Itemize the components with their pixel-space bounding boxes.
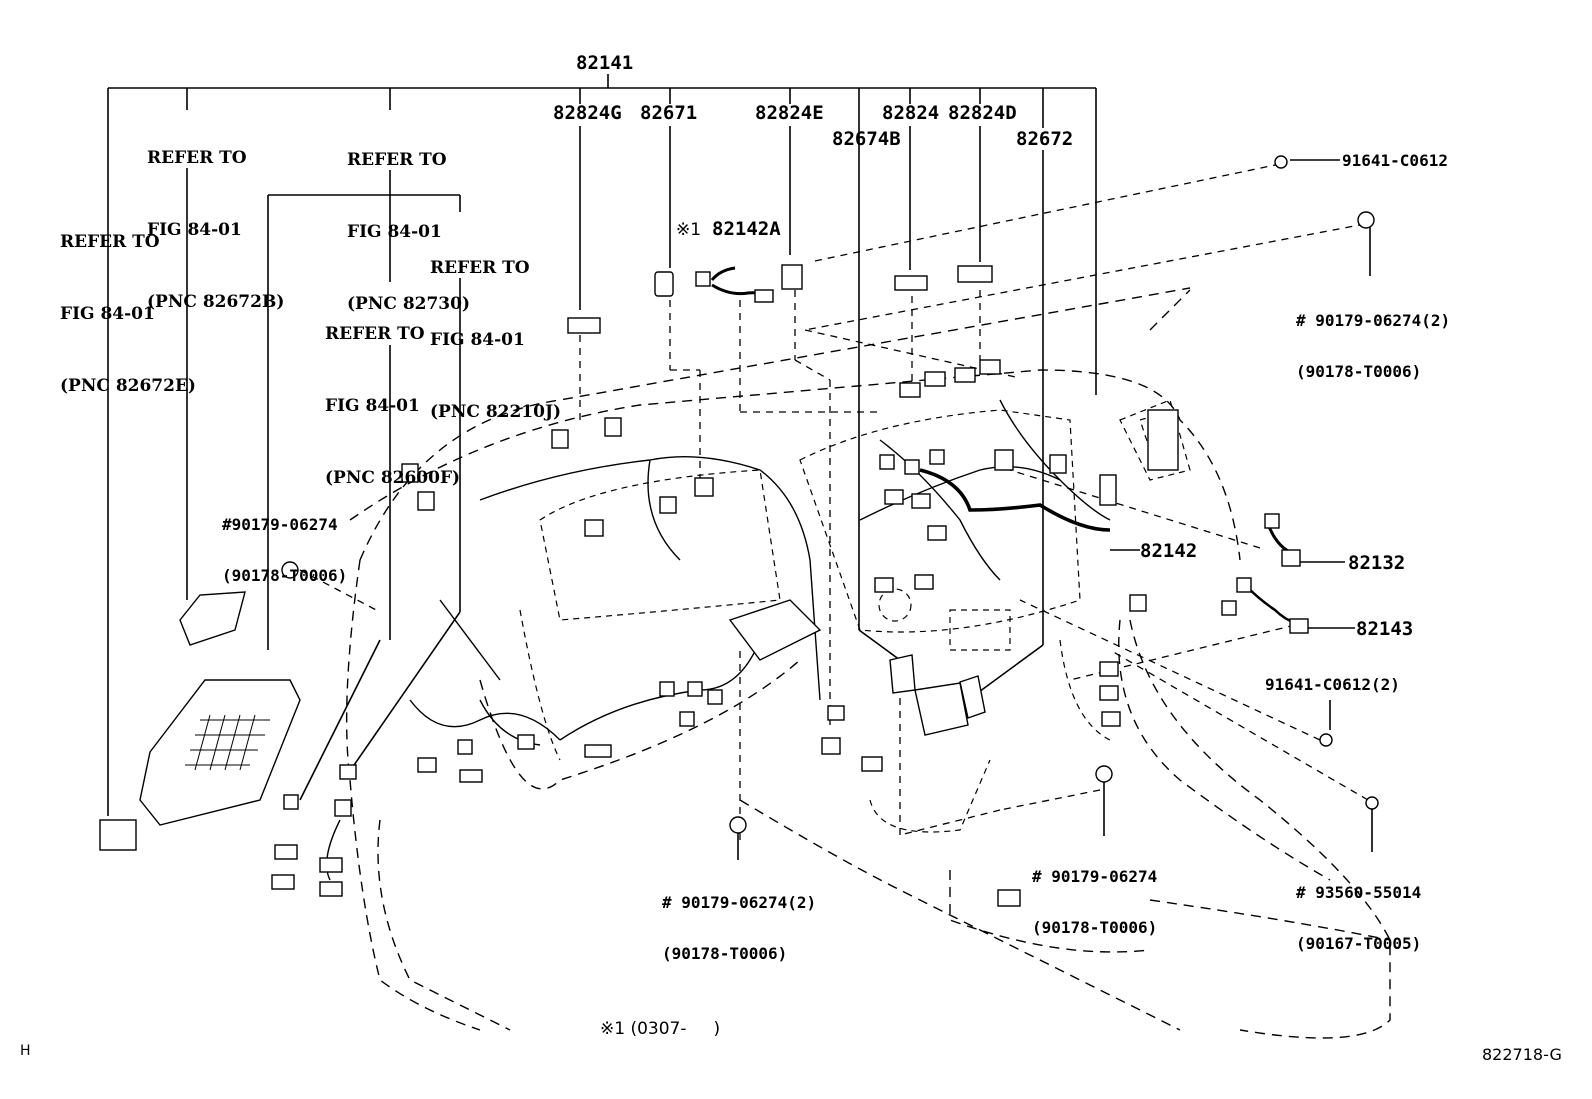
refer-line-3: (PNC 82672B) bbox=[147, 292, 285, 312]
refer-line-3: (PNC 82210J) bbox=[430, 402, 562, 422]
clip-part-line: #90179-06274 bbox=[222, 515, 338, 534]
clip-part-line: # 90179-06274(2) bbox=[662, 893, 817, 912]
refer-block-82210j: REFER TO FIG 84-01 (PNC 82210J) bbox=[430, 208, 561, 448]
part-number-82671: 82671 bbox=[640, 102, 698, 124]
part-number-82824d: 82824D bbox=[948, 102, 1017, 124]
clip-alt-line: (90178-T0006) bbox=[1032, 918, 1158, 937]
part-number-82674b: 82674B bbox=[832, 128, 901, 150]
clip-bottom-center: # 90179-06274(2) (90178-T0006) bbox=[662, 860, 816, 979]
refer-block-82600f: REFER TO FIG 84-01 (PNC 82600F) bbox=[325, 274, 460, 514]
note-mark-1: ※1 bbox=[676, 220, 702, 240]
part-number-82824e: 82824E bbox=[755, 102, 824, 124]
clip-part-line: # 90179-06274 bbox=[1032, 867, 1158, 886]
part-number-82142a: 82142A bbox=[712, 218, 781, 240]
refer-line-3: (PNC 82600F) bbox=[325, 468, 461, 488]
part-number-82143: 82143 bbox=[1356, 618, 1414, 640]
clip-bottom-right: # 90179-06274 (90178-T0006) bbox=[1032, 834, 1157, 953]
dashboard-detail bbox=[519, 399, 1191, 833]
part-number-82142: 82142 bbox=[1140, 540, 1198, 562]
clip-part-line: # 90179-06274(2) bbox=[1296, 311, 1451, 330]
part-number-82824: 82824 bbox=[882, 102, 940, 124]
body-outline bbox=[345, 287, 1391, 1039]
refer-block-82672e: REFER TO FIG 84-01 (PNC 82672E) bbox=[60, 182, 196, 422]
bolt-91641-c0612-qty2: 91641-C0612(2) bbox=[1265, 675, 1400, 694]
clip-top-right: # 90179-06274(2) (90178-T0006) bbox=[1296, 278, 1450, 397]
refer-line-1: REFER TO bbox=[325, 324, 425, 344]
clip-alt-line: (90178-T0006) bbox=[1296, 362, 1422, 381]
clip-alt-line: (90178-T0006) bbox=[662, 944, 788, 963]
refer-line-1: REFER TO bbox=[147, 148, 247, 168]
screw-part-line: # 93560-55014 bbox=[1296, 883, 1422, 902]
screw-alt-line: (90167-T0005) bbox=[1296, 934, 1422, 953]
harness-82143 bbox=[1244, 584, 1299, 626]
part-number-82824g: 82824G bbox=[553, 102, 622, 124]
dashed-leaders bbox=[299, 163, 1369, 840]
refer-line-3: (PNC 82730) bbox=[347, 294, 471, 314]
refer-block-82672b: REFER TO FIG 84-01 (PNC 82672B) bbox=[147, 98, 284, 338]
clip-left: #90179-06274 (90178-T0006) bbox=[222, 482, 347, 601]
connectors bbox=[99, 155, 1379, 907]
refer-line-1: REFER TO bbox=[60, 232, 160, 252]
refer-line-2: FIG 84-01 bbox=[60, 304, 155, 324]
part-number-82132: 82132 bbox=[1348, 552, 1406, 574]
screw-bottom-right: # 93560-55014 (90167-T0005) bbox=[1296, 850, 1421, 969]
junction-block bbox=[139, 679, 301, 826]
refer-block-82730: REFER TO FIG 84-01 (PNC 82730) bbox=[347, 100, 470, 340]
part-number-82672: 82672 bbox=[1016, 128, 1074, 150]
bolt-91641-c0612: 91641-C0612 bbox=[1342, 151, 1448, 170]
refer-line-3: (PNC 82672E) bbox=[60, 376, 196, 396]
refer-line-2: FIG 84-01 bbox=[347, 222, 442, 242]
refer-line-2: FIG 84-01 bbox=[147, 220, 242, 240]
corner-mark: H bbox=[20, 1043, 31, 1059]
main-bracket-lines bbox=[107, 74, 1097, 816]
part-number-82141: 82141 bbox=[576, 52, 634, 74]
harness-82142 bbox=[919, 468, 1111, 532]
refer-line-2: FIG 84-01 bbox=[325, 396, 420, 416]
refer-line-1: REFER TO bbox=[430, 258, 530, 278]
clip-alt-line: (90178-T0006) bbox=[222, 566, 348, 585]
footnote: ※1 (0307- ) bbox=[600, 1019, 721, 1039]
refer-line-1: REFER TO bbox=[347, 150, 447, 170]
refer-line-2: FIG 84-01 bbox=[430, 330, 525, 350]
figure-code: 822718-G bbox=[1482, 1045, 1562, 1064]
wire-harness bbox=[325, 399, 1111, 881]
